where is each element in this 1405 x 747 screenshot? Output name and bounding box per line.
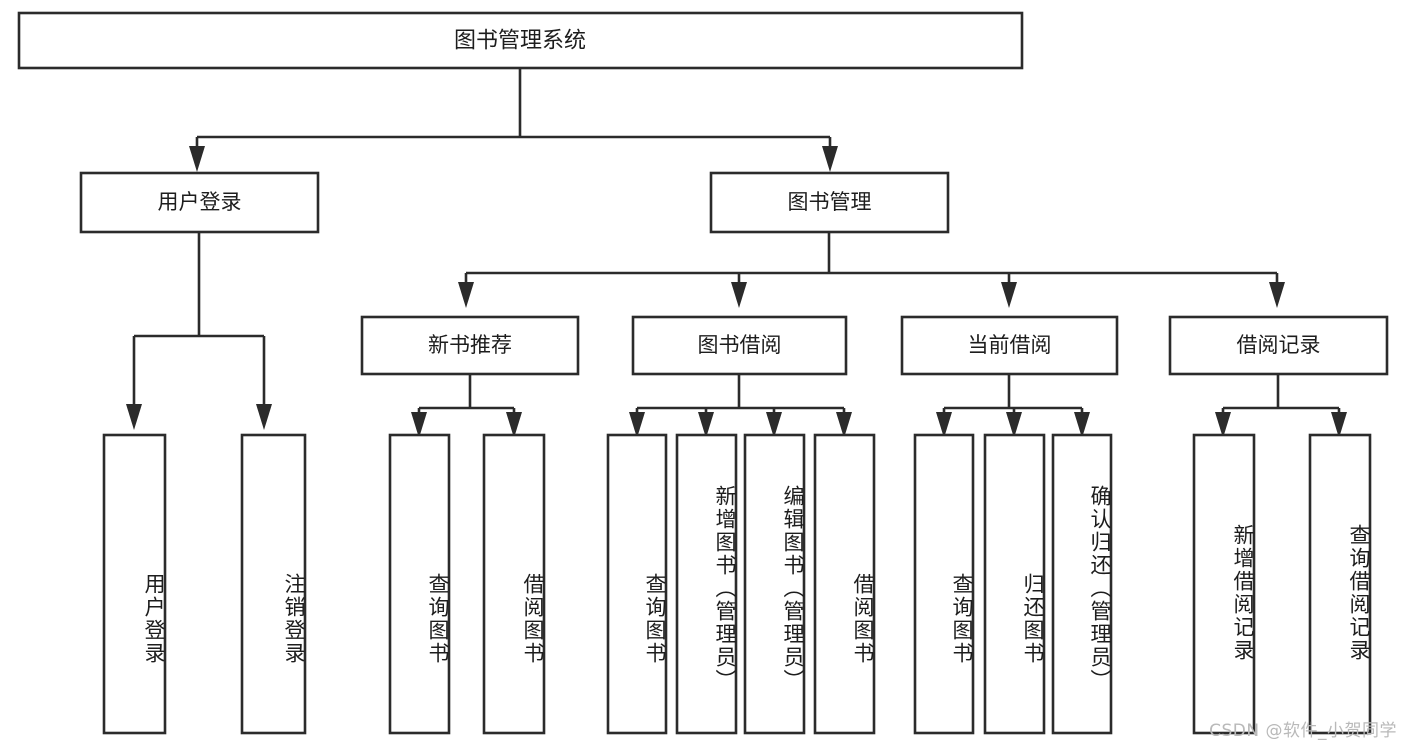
node-borrow-record-label: 借阅记录 (1237, 333, 1321, 357)
node-root-box[interactable] (17, 11, 1024, 70)
arrowhead-icon-current-borrow (1001, 282, 1017, 308)
node-book-manage[interactable]: 图书管理 (709, 171, 950, 234)
arrowhead-icon-borrow-record (1269, 282, 1285, 308)
arrowhead-icon-leaf-1 (126, 404, 142, 430)
node-book-borrow[interactable]: 图书借阅 (631, 315, 848, 376)
node-book-borrow-label: 图书借阅 (698, 333, 782, 357)
arrowhead-icon-leaf-7 (766, 412, 782, 438)
leaf-box-borrow-book-1[interactable] (482, 433, 546, 735)
leaf-label-confirm-return: 确认归还（管理员） (1088, 484, 1112, 692)
leaf-box-query-book-3[interactable] (913, 433, 975, 735)
node-current-borrow-label: 当前借阅 (968, 333, 1052, 357)
arrowhead-group (126, 146, 1347, 438)
node-root-label: 图书管理系统 (454, 29, 586, 54)
node-user-login[interactable]: 用户登录 (79, 171, 320, 234)
leaf-label-user-login: 用户登录 (142, 573, 166, 665)
leaf-box-query-book-2[interactable] (606, 433, 668, 735)
node-current-borrow[interactable]: 当前借阅 (900, 315, 1119, 376)
node-book-borrow-box[interactable] (631, 315, 848, 376)
leaf-label-add-record: 新增借阅记录 (1231, 523, 1255, 662)
arrowhead-icon-leaf-8 (836, 412, 852, 438)
leaf-label-return-book: 归还图书 (1021, 573, 1045, 665)
node-user-login-box[interactable] (79, 171, 320, 234)
arrowhead-icon-leaf-4 (506, 412, 522, 438)
leaf-label-borrow-book-1: 借阅图书 (521, 573, 545, 665)
arrowhead-icon-leaf-2 (256, 404, 272, 430)
leaf-box-edit-book[interactable] (743, 433, 806, 735)
leaf-label-query-book-1: 查询图书 (426, 573, 450, 665)
leaf-label-add-book: 新增图书（管理员） (713, 484, 737, 692)
leaf-box-add-record[interactable] (1192, 433, 1256, 735)
watermark-text: CSDN @软件_小贺同学 (1209, 721, 1397, 741)
arrowhead-icon-leaf-3 (411, 412, 427, 438)
node-root[interactable]: 图书管理系统 (17, 11, 1024, 70)
node-current-borrow-box[interactable] (900, 315, 1119, 376)
node-book-manage-box[interactable] (709, 171, 950, 234)
leaf-label-query-book-2: 查询图书 (643, 573, 667, 665)
arrowhead-icon-leaf-13 (1331, 412, 1347, 438)
arrowhead-icon-leaf-5 (629, 412, 645, 438)
leaf-box-user-login[interactable] (102, 433, 167, 735)
leaf-box-add-book[interactable] (675, 433, 738, 735)
leaf-label-borrow-book-2: 借阅图书 (851, 573, 875, 665)
node-borrow-record-box[interactable] (1168, 315, 1389, 376)
arrowhead-icon-new-book (458, 282, 474, 308)
leaf-label-query-record: 查询借阅记录 (1347, 523, 1371, 662)
leaf-box-query-record[interactable] (1308, 433, 1372, 735)
leaf-box-confirm-return[interactable] (1051, 433, 1113, 735)
arrowhead-icon-user-login (189, 146, 205, 172)
leaf-label-edit-book: 编辑图书（管理员） (781, 484, 805, 692)
leaf-box-user-logout[interactable] (240, 433, 307, 735)
leaf-box-query-book-1[interactable] (388, 433, 451, 735)
node-user-login-label: 用户登录 (158, 190, 242, 214)
arrowhead-icon-leaf-12 (1215, 412, 1231, 438)
arrowhead-icon-leaf-9 (936, 412, 952, 438)
node-book-manage-label: 图书管理 (788, 190, 872, 214)
node-borrow-record[interactable]: 借阅记录 (1168, 315, 1389, 376)
arrowhead-icon-book-manage (822, 146, 838, 172)
arrowhead-icon-leaf-10 (1006, 412, 1022, 438)
node-new-book-recommend-box[interactable] (360, 315, 580, 376)
leaf-label-user-logout: 注销登录 (282, 573, 306, 665)
node-new-book-recommend[interactable]: 新书推荐 (360, 315, 580, 376)
node-new-book-recommend-label: 新书推荐 (428, 333, 512, 357)
leaf-box-group (102, 433, 1372, 735)
leaf-label-query-book-3: 查询图书 (950, 573, 974, 665)
arrowhead-icon-leaf-11 (1074, 412, 1090, 438)
leaf-box-return-book[interactable] (983, 433, 1046, 735)
arrowhead-icon-book-borrow (731, 282, 747, 308)
arrowhead-icon-leaf-6 (698, 412, 714, 438)
leaf-box-borrow-book-2[interactable] (813, 433, 876, 735)
